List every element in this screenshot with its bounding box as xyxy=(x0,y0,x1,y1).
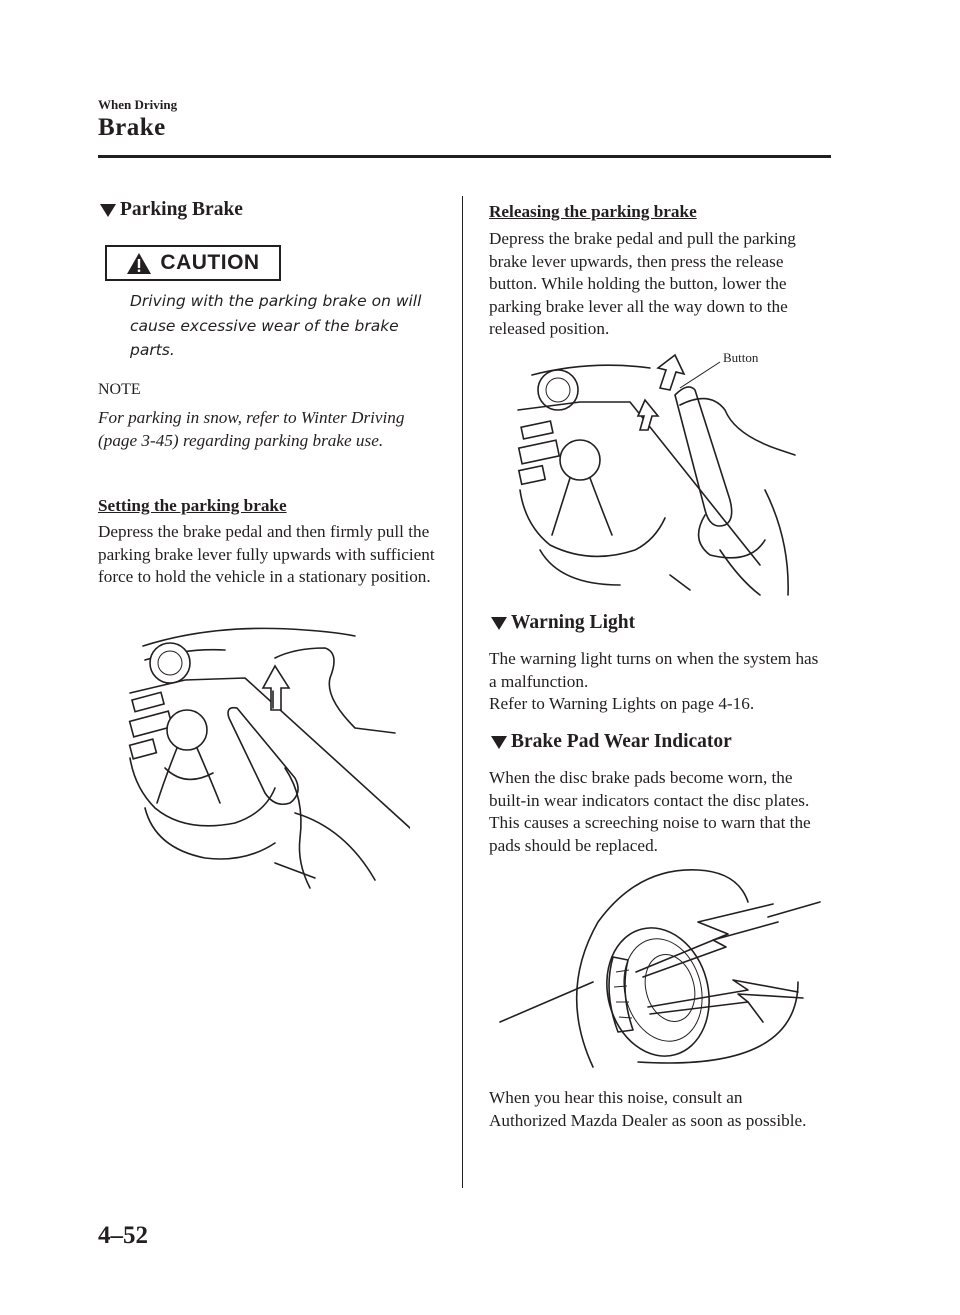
setting-parking-brake-illustration xyxy=(128,627,410,889)
warning-triangle-icon xyxy=(127,252,152,274)
caution-badge: CAUTION xyxy=(105,245,281,281)
setting-heading: Setting the parking brake xyxy=(98,496,287,515)
brake-pad-closing-text: When you hear this noise, consult an Aut… xyxy=(489,1088,807,1130)
caution-text: Driving with the parking brake on will c… xyxy=(130,292,422,359)
triangle-down-icon xyxy=(100,203,116,217)
warning-light-text-2: Refer to Warning Lights on page 4-16. xyxy=(489,694,755,713)
page-number: 4–52 xyxy=(98,1222,148,1249)
warning-light-text-1: The warning light turns on when the syst… xyxy=(489,649,819,691)
button-callout-label: Button xyxy=(723,350,759,365)
section-label: When Driving xyxy=(98,97,178,112)
caution-label: CAUTION xyxy=(160,251,260,274)
page-title: Brake xyxy=(98,114,166,141)
releasing-parking-brake-illustration xyxy=(517,353,796,596)
setting-text: Depress the brake pedal and then firmly … xyxy=(98,522,435,586)
brake-pad-text: When the disc brake pads become worn, th… xyxy=(489,768,811,855)
parking-brake-heading: Parking Brake xyxy=(100,199,243,221)
releasing-heading: Releasing the parking brake xyxy=(489,202,697,221)
releasing-text: Depress the brake pedal and pull the par… xyxy=(489,229,796,338)
brake-pad-heading: Brake Pad Wear Indicator xyxy=(491,731,732,753)
parking-brake-heading-text: Parking Brake xyxy=(120,199,243,220)
column-divider xyxy=(462,196,463,1188)
brake-pad-heading-text: Brake Pad Wear Indicator xyxy=(511,731,732,752)
note-text: For parking in snow, refer to Winter Dri… xyxy=(98,408,405,450)
brake-disc-illustration xyxy=(499,869,821,1068)
header-rule xyxy=(98,155,831,158)
warning-light-heading: Warning Light xyxy=(491,612,635,634)
triangle-down-icon xyxy=(491,735,507,749)
warning-light-heading-text: Warning Light xyxy=(511,612,636,633)
triangle-down-icon xyxy=(491,616,507,630)
note-label: NOTE xyxy=(98,381,141,398)
